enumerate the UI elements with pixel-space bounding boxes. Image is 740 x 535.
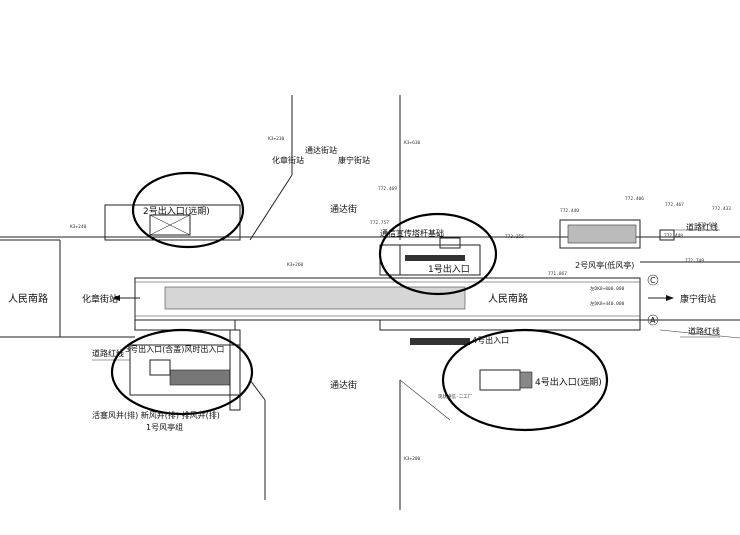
label-exit2: 2号出入口(远期) [143,205,210,217]
tiny-e6: 772.433 [712,206,731,212]
tiny-t4: K3+200 [404,456,421,462]
axis-marker-a: A [647,314,659,326]
label-to-west: 化章街站 [82,293,118,305]
tiny-e8: 772.448 [664,233,683,239]
label-station-right: 康宁街站 [338,155,370,165]
label-exit3: 3号出入口(含盖)风时出入口 [125,344,224,354]
axis-marker-c: C [647,274,659,286]
tiny-t3: K3+240 [70,224,87,230]
tiny-e2: 772.757 [370,220,389,226]
label-to-east: 康宁街站 [680,293,716,305]
label-station-name: 通达街站 [305,145,337,155]
road-red-line-markers [92,229,720,361]
exit4-structure [410,338,533,391]
highlight-ellipse-exit2 [131,171,245,249]
label-comm-base: 通信宣传塔杆基础 [380,228,444,238]
svg-text:A: A [650,316,656,325]
tiny-e1: 772.469 [378,186,397,192]
tiny-e9: 772.749 [685,258,704,264]
tiny-c1: 左DK8+000.000 [590,285,625,292]
label-exit1: 1号出入口 [428,263,470,275]
tiny-e7: 772.539 [698,222,717,228]
svg-text:C: C [650,276,656,285]
tiny-e3: 772.440 [560,208,579,214]
label-street-east: 人民南路 [488,292,528,305]
label-street-west: 人民南路 [8,292,48,305]
highlight-ellipse-exit4 [441,328,609,432]
label-road-red-w: 道路红线 [92,348,124,358]
tiny-t1: K3+230 [268,136,285,142]
tiny-e10: 771.867 [548,271,567,277]
tiny-e5: 772.467 [665,202,684,208]
tiny-t2: K3+630 [404,140,421,146]
highlight-ellipse-exit1 [378,212,498,296]
label-station-left: 化章街站 [272,155,304,165]
station-box [134,277,641,331]
tiny-t5: K3+260 [287,262,304,268]
vent2-structure [559,219,675,249]
label-road-red-ne: 道路红线 [686,222,718,232]
label-tongda-south: 通达街 [330,379,357,391]
tiny-e11: 773.355 [505,234,524,240]
tiny-e4: 772.406 [625,196,644,202]
label-tongda-north: 通达街 [330,203,357,215]
label-vents-bottom: 活塞风井(排) 新风井(排) 排风井(排) [92,410,220,420]
label-vent2: 2号风亭(低风亭) [575,260,634,270]
west-arrow-icon [112,295,140,301]
exit3-structure [129,329,241,411]
east-arrow-icon [648,295,674,301]
tiny-sign: 现状通信·二工厂 [438,393,473,400]
label-exit4-future: 4号出入口(远期) [535,376,602,388]
cross-street-lines [249,95,451,510]
label-exit4: 4号出入口 [472,335,509,345]
highlight-ellipse-exit3 [110,328,254,416]
label-road-red-e: 道路红线 [688,326,720,336]
tiny-c2: 左DK8+440.000 [590,300,625,307]
label-vent1-group: 1号风亭组 [146,422,183,432]
